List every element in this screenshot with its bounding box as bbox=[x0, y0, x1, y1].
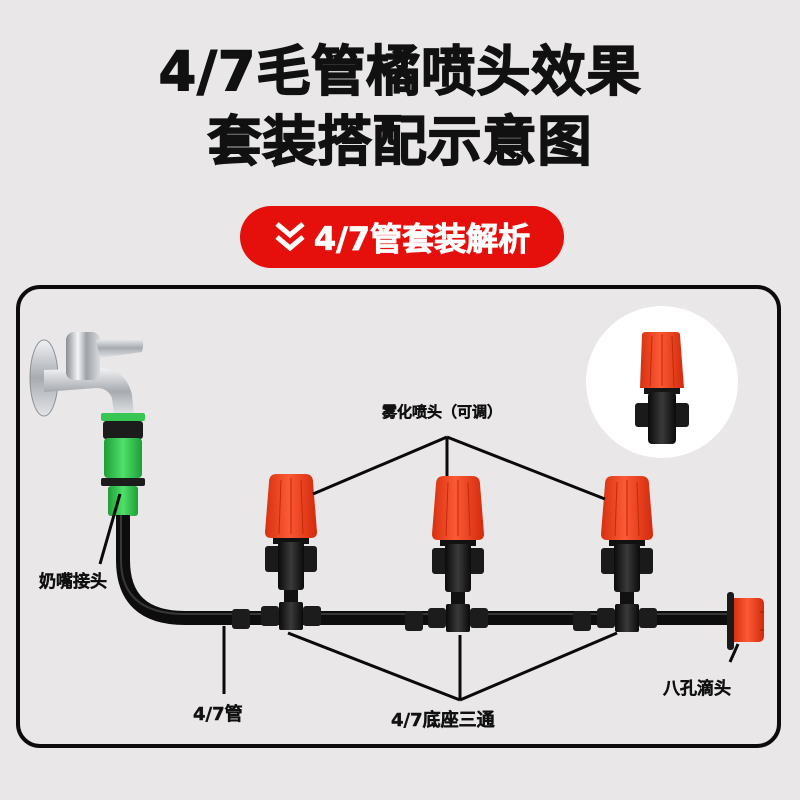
spray-head-label: 雾化喷头（可调） bbox=[382, 403, 503, 421]
pipe-4-7 bbox=[116, 515, 728, 625]
title-line-1: 4/7毛管橘喷头效果 bbox=[158, 40, 642, 103]
section-badge-label: 4/7管套装解析 bbox=[313, 220, 531, 259]
spray-head-closeup-inset bbox=[586, 306, 738, 458]
spray-head-3 bbox=[596, 475, 658, 633]
faucet-icon bbox=[29, 332, 144, 417]
spray-head-1 bbox=[260, 473, 322, 631]
title-line-2: 套装搭配示意图 bbox=[207, 110, 593, 173]
nipple-connector-label: 奶嘴接头 bbox=[39, 572, 107, 592]
spray-head-2 bbox=[427, 475, 489, 633]
leader-lines bbox=[98, 435, 740, 702]
dripper-label: 八孔滴头 bbox=[663, 679, 731, 699]
double-chevron-down-icon bbox=[275, 222, 305, 252]
quick-connector-icon bbox=[101, 413, 145, 516]
diagram-frame bbox=[16, 285, 781, 748]
section-badge: 4/7管套装解析 bbox=[240, 206, 564, 268]
pipe-label: 4/7管 bbox=[193, 704, 243, 725]
eight-hole-dripper-icon bbox=[727, 592, 764, 650]
tee-label: 4/7底座三通 bbox=[391, 710, 495, 731]
